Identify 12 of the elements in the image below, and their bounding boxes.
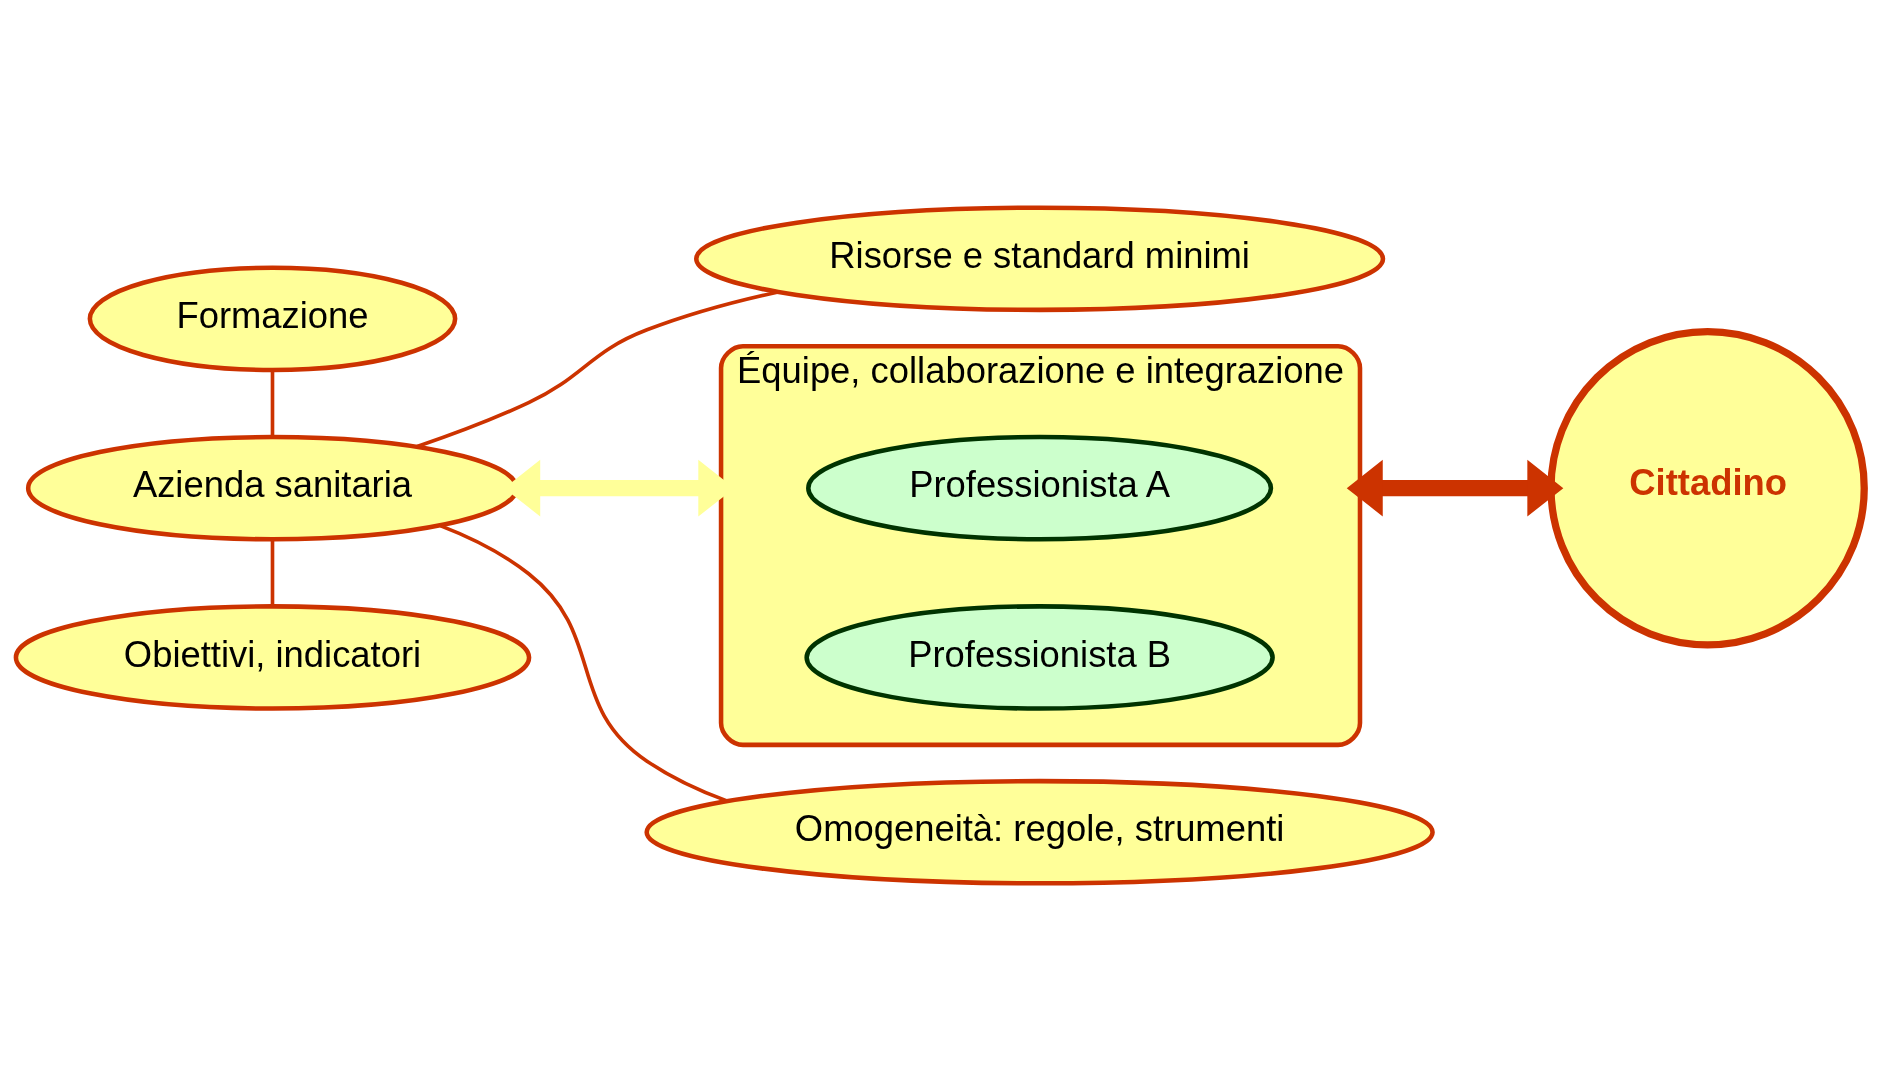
node-circle: Cittadino	[1547, 327, 1868, 649]
node-ellipse: Obiettivi, indicatori	[13, 604, 532, 711]
connector	[270, 539, 275, 606]
node-ellipse: Professionista B	[804, 604, 1275, 711]
node-ellipse: Omogeneità: regole, strumenti	[644, 778, 1435, 886]
node-ellipse: Formazione	[87, 265, 458, 373]
node-ellipse: Professionista A	[806, 434, 1274, 542]
connector	[440, 524, 728, 803]
connector	[416, 290, 778, 449]
node-ellipse: Risorse e standard minimi	[694, 205, 1386, 313]
connector	[270, 370, 275, 437]
arrow	[1346, 459, 1564, 517]
